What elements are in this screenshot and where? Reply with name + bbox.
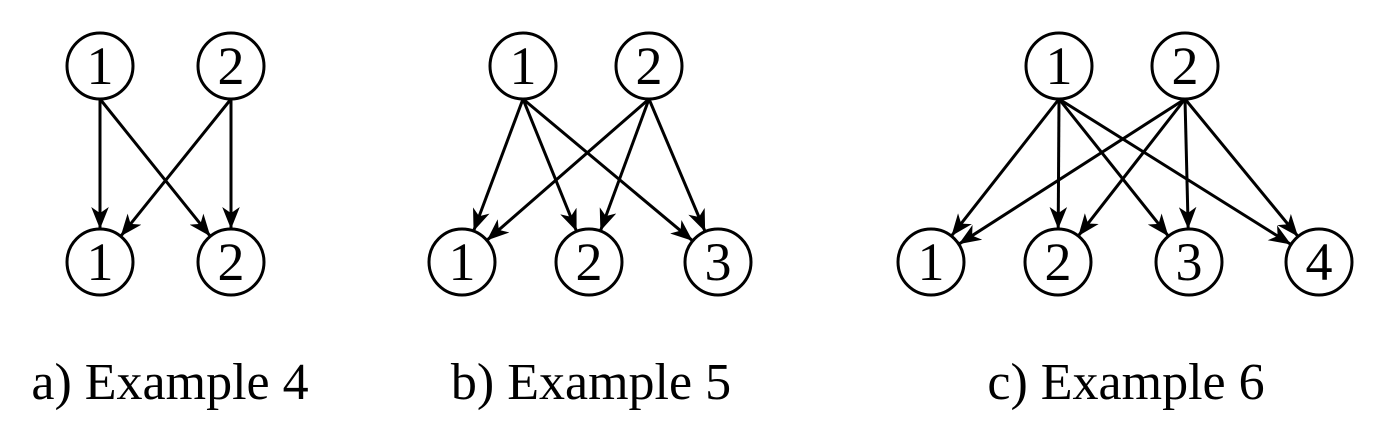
edge-b-t1-b2 [521,98,579,232]
node-label-a-bottom-2: 2 [218,232,245,292]
node-b-bottom-2 [554,227,624,297]
edge-b-t2-b2 [598,98,651,232]
node-label-c-bottom-1: 1 [918,232,945,292]
node-c-top-1 [1024,31,1094,101]
edge-c-t1-b3 [1057,98,1170,238]
edge-c-t2-b4 [1183,98,1300,238]
node-label-c-bottom-3: 3 [1176,232,1203,292]
edge-c-t2-b2 [1077,98,1187,237]
caption-example-6: c) Example 6 [987,354,1265,411]
node-a-top-1 [65,31,135,101]
edge-b-t2-b3 [647,98,707,233]
edge-c-t1-b2 [1049,98,1068,230]
caption-example-4: a) Example 4 [31,354,309,411]
node-c-bottom-1 [896,227,966,297]
node-label-b-bottom-3: 3 [705,232,732,292]
node-c-bottom-2 [1023,227,1093,297]
edge-c-t2-b3 [1178,98,1197,230]
node-label-a-top-2: 2 [218,36,245,96]
node-label-b-top-1: 1 [510,36,537,96]
node-label-b-bottom-2: 2 [576,232,603,292]
node-a-bottom-2 [196,227,266,297]
edge-c-t1-b1 [950,98,1061,237]
node-a-top-2 [196,31,266,101]
node-b-top-1 [488,31,558,101]
node-c-bottom-4 [1284,227,1354,297]
node-label-c-top-1: 1 [1046,36,1073,96]
node-label-b-bottom-1: 1 [449,232,476,292]
caption-example-5: b) Example 5 [450,354,732,411]
node-label-c-top-2: 2 [1172,36,1199,96]
node-a-bottom-1 [65,227,135,297]
edge-a-t1-b2 [98,98,212,238]
node-c-top-2 [1150,31,1220,101]
edge-c-t1-b4 [1058,97,1292,246]
node-label-c-bottom-4: 4 [1306,232,1333,292]
edge-b-t1-b1 [472,98,525,232]
node-c-bottom-3 [1154,227,1224,297]
node-label-b-top-2: 2 [636,36,663,96]
edge-c-t2-b1 [957,97,1186,246]
edge-a-t2-b1 [119,98,233,238]
node-b-top-2 [614,31,684,101]
graph-example-a: 1 2 1 2 [65,31,266,297]
edge-b-t1-b3 [522,97,694,242]
node-label-a-top-1: 1 [87,36,114,96]
edge-b-t2-b1 [485,97,650,242]
node-b-bottom-1 [427,227,497,297]
graph-example-c: 1 2 1 2 3 4 [896,31,1354,297]
graph-example-b: 1 2 1 2 3 [427,31,753,297]
node-label-c-bottom-2: 2 [1045,232,1072,292]
node-b-bottom-3 [683,227,753,297]
node-label-a-bottom-1: 1 [87,232,114,292]
